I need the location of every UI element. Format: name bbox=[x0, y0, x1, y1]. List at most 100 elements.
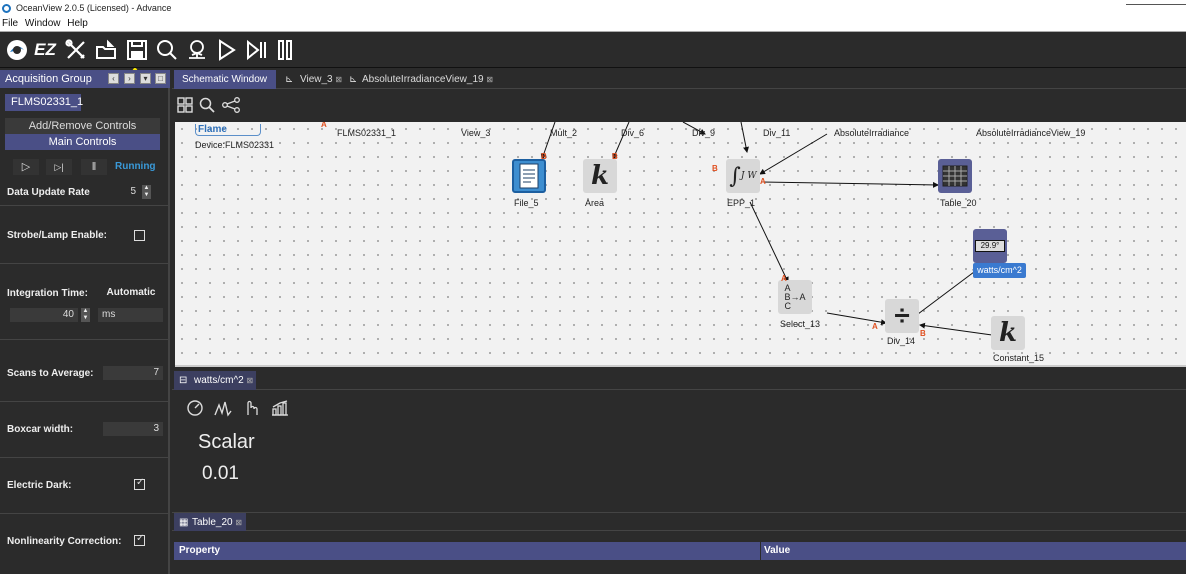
node-label-view3: View_3 bbox=[461, 128, 491, 138]
divide-port-b: B bbox=[920, 329, 926, 338]
integration-time-label: Integration Time: bbox=[7, 288, 88, 299]
area-node[interactable]: k bbox=[583, 159, 617, 193]
integration-row: Integration Time: Automatic 40 ▲▼ ms bbox=[0, 263, 168, 339]
port-a-label: A bbox=[321, 122, 327, 129]
divide-port-a: A bbox=[872, 322, 878, 331]
menu-window[interactable]: Window bbox=[24, 18, 61, 29]
strobe-label: Strobe/Lamp Enable: bbox=[7, 230, 108, 241]
chart-tab-icon: ⊾ bbox=[285, 74, 294, 85]
epp-node[interactable]: ∫J W bbox=[726, 159, 760, 193]
tab-table-20[interactable]: ▦ Table_20 ⊠ bbox=[174, 513, 246, 532]
play-icon[interactable] bbox=[213, 36, 239, 64]
window-controls[interactable] bbox=[1126, 4, 1186, 5]
gauge-tab-icon: ⊟ bbox=[179, 375, 188, 386]
trend-chart-icon[interactable] bbox=[270, 399, 290, 417]
nonlinearity-checkbox[interactable] bbox=[134, 533, 145, 546]
schematic-canvas[interactable]: Flame Device:FLMS02331 A FLMS02331_1 Vie… bbox=[175, 122, 1186, 367]
network-icon[interactable] bbox=[184, 36, 210, 64]
tab-absolute-irradiance-label: AbsoluteIrradianceView_19 bbox=[362, 74, 484, 85]
open-folder-icon[interactable] bbox=[93, 36, 119, 64]
integration-unit-select[interactable]: ms bbox=[98, 308, 163, 322]
connections-icon[interactable] bbox=[222, 97, 240, 113]
grid-layout-icon[interactable] bbox=[177, 97, 193, 113]
integration-spinner[interactable]: ▲▼ bbox=[81, 308, 90, 322]
window-titlebar: OceanView 2.0.5 (Licensed) - Advance bbox=[0, 0, 1186, 17]
tab-schematic-window[interactable]: Schematic Window bbox=[174, 70, 276, 89]
scans-row: Scans to Average: 7 bbox=[0, 339, 168, 401]
scans-to-average-field[interactable]: 7 bbox=[103, 366, 163, 380]
table-node[interactable] bbox=[938, 159, 972, 193]
menu-file[interactable]: File bbox=[2, 18, 19, 29]
scalar-tabbar: ⊟ watts/cm^2 ⊠ bbox=[172, 371, 1186, 390]
zoom-icon[interactable] bbox=[199, 97, 215, 113]
constant-node[interactable]: k bbox=[991, 316, 1025, 350]
area-node-label: Area bbox=[585, 198, 605, 208]
data-update-rate-label: Data Update Rate bbox=[7, 187, 90, 198]
menu-help[interactable]: Help bbox=[67, 18, 88, 29]
oceanview-app-icon bbox=[2, 4, 11, 13]
table-panel: Property Value bbox=[172, 531, 1186, 574]
boxcar-width-label: Boxcar width: bbox=[7, 424, 74, 435]
tab-close-icon[interactable]: ⊠ bbox=[246, 376, 254, 385]
strobe-checkbox[interactable] bbox=[134, 230, 145, 241]
table-tab-icon: ▦ bbox=[179, 517, 189, 528]
oceanview-logo-icon[interactable] bbox=[4, 36, 30, 64]
integration-value-field[interactable]: 40 bbox=[10, 308, 78, 322]
tab-view-3[interactable]: ⊾ View_3 ⊠ bbox=[278, 70, 344, 89]
divide-node-label: Div_14 bbox=[887, 336, 916, 346]
cursor-hand-icon[interactable] bbox=[242, 397, 260, 417]
device-tab[interactable]: FLMS02331_1 bbox=[5, 94, 83, 111]
scalar-gauge-node[interactable]: 29.9° bbox=[973, 229, 1007, 263]
acq-play-icon[interactable]: ▷ bbox=[13, 159, 39, 175]
integration-mode-select[interactable]: Automatic bbox=[100, 286, 166, 300]
ez-wizard-icon[interactable]: EZ bbox=[34, 40, 56, 59]
tools-icon[interactable] bbox=[63, 36, 89, 64]
table-tabbar: ▦ Table_20 ⊠ bbox=[172, 512, 1186, 532]
connection-lines bbox=[540, 122, 993, 336]
table-header: Property Value bbox=[174, 542, 1186, 560]
node-label-div11: Div_11 bbox=[763, 128, 791, 138]
table-header-property[interactable]: Property bbox=[179, 545, 221, 556]
electric-dark-label: Electric Dark: bbox=[7, 480, 72, 491]
panel-maximize-icon[interactable]: □ bbox=[155, 73, 166, 84]
tab-absolute-irradiance-view[interactable]: ⊾ AbsoluteIrradianceView_19 ⊠ bbox=[344, 70, 500, 89]
acq-pause-icon[interactable]: ‖ bbox=[81, 159, 107, 175]
flame-label: Flame bbox=[198, 124, 227, 135]
search-icon[interactable] bbox=[154, 36, 180, 64]
panel-next-icon[interactable]: › bbox=[124, 73, 135, 84]
tab-table-label: Table_20 bbox=[192, 517, 233, 528]
tab-watts-cm2[interactable]: ⊟ watts/cm^2 ⊠ bbox=[174, 371, 256, 390]
step-icon[interactable] bbox=[243, 36, 269, 64]
gauge-display: 29.9° bbox=[975, 240, 1005, 252]
table-header-value[interactable]: Value bbox=[764, 545, 791, 556]
main-controls-button[interactable]: Main Controls bbox=[5, 134, 160, 150]
divide-icon: ÷ bbox=[894, 300, 910, 331]
save-icon[interactable] bbox=[124, 36, 150, 64]
table-grid-icon bbox=[942, 165, 968, 187]
spectrum-icon[interactable] bbox=[214, 399, 232, 417]
select-port-a: A bbox=[781, 274, 787, 283]
file-node-label: File_5 bbox=[514, 198, 539, 208]
electric-dark-checkbox[interactable] bbox=[134, 477, 145, 490]
flame-device-node[interactable]: Flame bbox=[195, 124, 261, 136]
scalar-title: Scalar bbox=[198, 431, 255, 453]
panel-menu-icon[interactable]: ▾ bbox=[140, 73, 151, 84]
tab-close-icon[interactable]: ⊠ bbox=[235, 518, 243, 527]
divide-node[interactable]: ÷ bbox=[885, 299, 919, 333]
data-update-rate-field[interactable]: 5 bbox=[125, 185, 140, 199]
boxcar-width-field[interactable]: 3 bbox=[103, 422, 163, 436]
file-node[interactable] bbox=[512, 159, 546, 193]
window-title: OceanView 2.0.5 (Licensed) - Advance bbox=[16, 3, 172, 13]
pause-icon[interactable] bbox=[272, 36, 298, 64]
acq-step-icon[interactable]: ▷| bbox=[46, 159, 72, 175]
tab-close-icon[interactable]: ⊠ bbox=[335, 75, 343, 84]
electric-dark-row: Electric Dark: bbox=[0, 457, 168, 513]
add-remove-controls-button[interactable]: Add/Remove Controls bbox=[5, 118, 160, 134]
panel-prev-icon[interactable]: ‹ bbox=[108, 73, 119, 84]
data-update-rate-spinner[interactable]: ▲▼ bbox=[142, 185, 151, 199]
column-divider[interactable] bbox=[760, 542, 761, 560]
gauge-icon[interactable] bbox=[186, 399, 204, 417]
tab-close-icon[interactable]: ⊠ bbox=[486, 75, 494, 84]
